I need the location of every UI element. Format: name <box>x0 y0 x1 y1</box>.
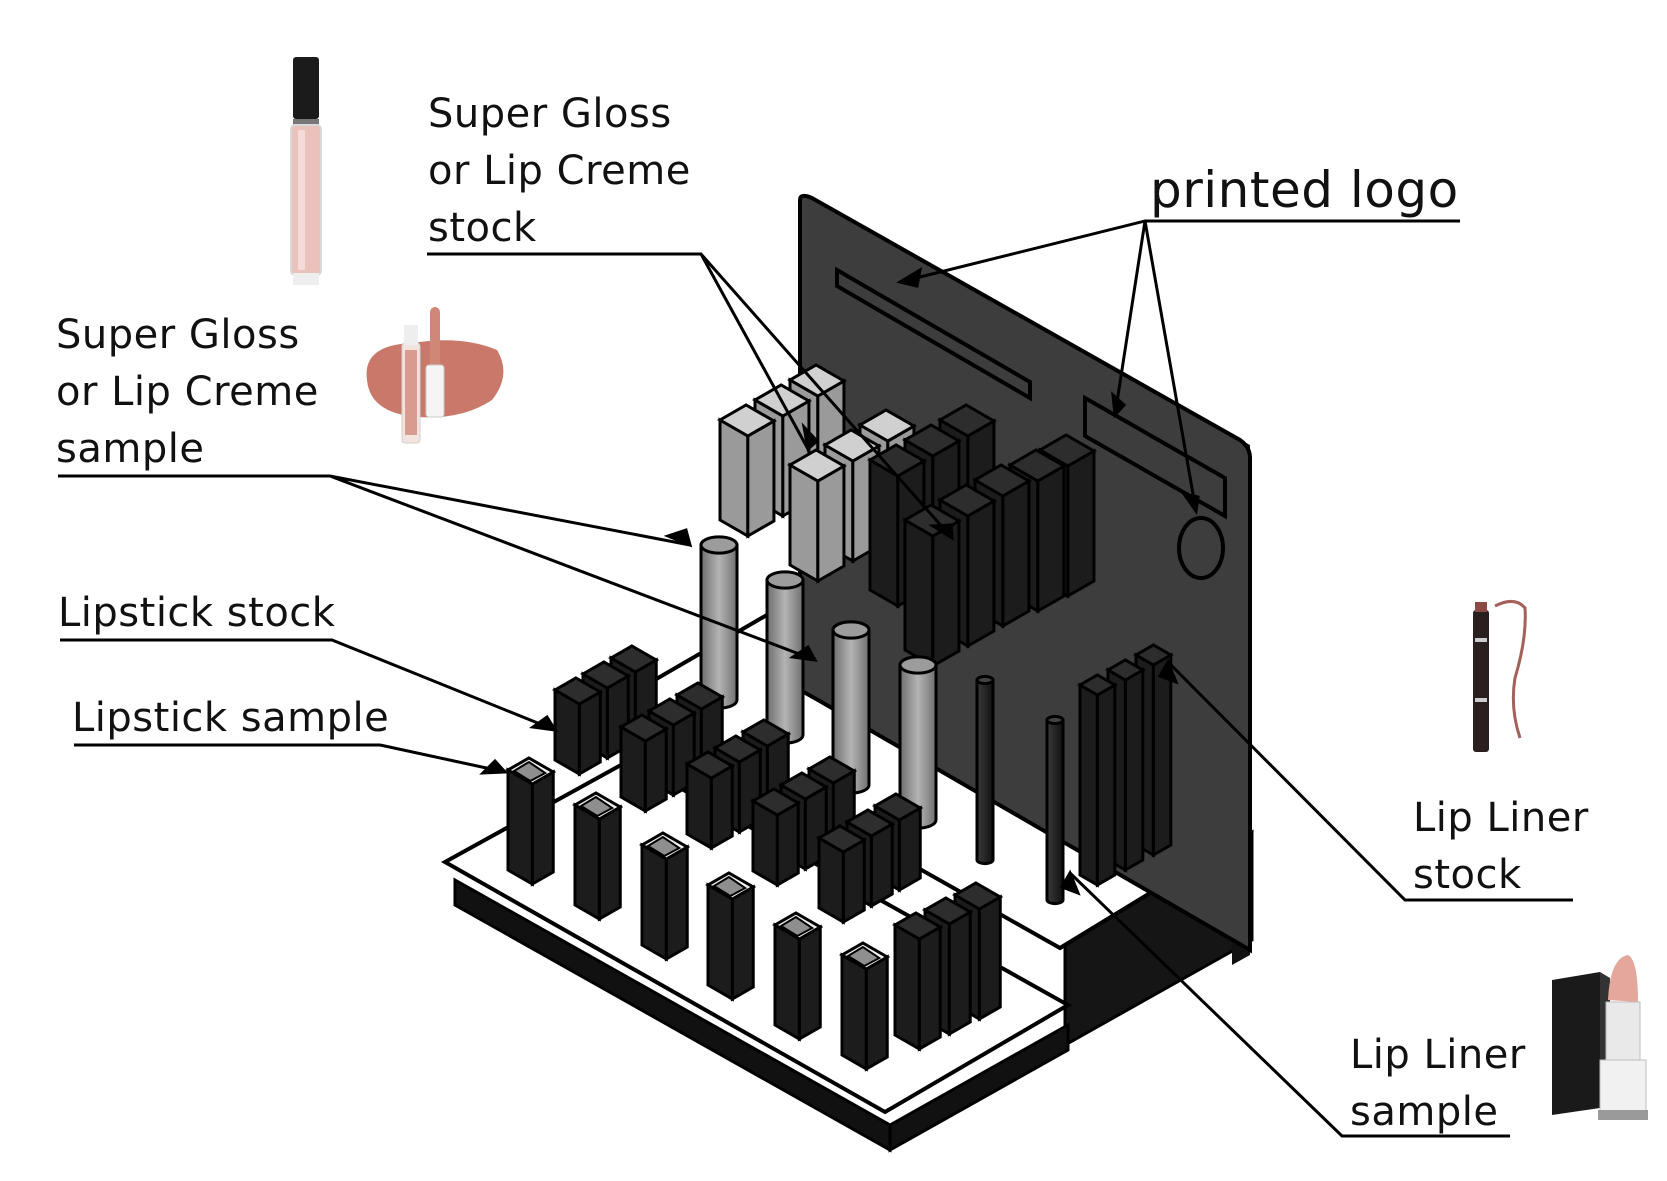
lipstick-stock-box <box>617 713 670 814</box>
label-gloss-sample-line-3: sample <box>56 426 205 472</box>
lip-gloss-tube-icon <box>290 57 322 285</box>
label-lipstick-sample-text: Lipstick sample <box>72 695 390 741</box>
liner-sample-pencil <box>1045 714 1065 906</box>
label-printed-logo: printed logo <box>1150 160 1459 220</box>
liner-sample-pencil <box>975 674 995 866</box>
gloss-stock-box <box>786 448 847 584</box>
label-printed-logo-text: printed logo <box>1150 161 1459 219</box>
leader-gloss-stock <box>427 252 954 539</box>
label-lipstick-stock-text: Lipstick stock <box>58 590 336 636</box>
lipstick-sample <box>704 871 757 1002</box>
label-lipstick-stock: Lipstick stock <box>58 585 335 642</box>
label-lip-liner-stock: Lip Liner stock <box>1413 790 1589 904</box>
gloss-stock-box <box>716 403 777 539</box>
lipstick-stock-box <box>749 787 802 888</box>
label-lip-liner-stock-line-1: Lip Liner <box>1413 795 1589 841</box>
label-gloss-stock: Super Gloss or Lip Creme stock <box>428 86 691 257</box>
lipstick-stock-box <box>551 676 604 777</box>
lipstick-stock-box <box>683 750 736 851</box>
liner-stock-box <box>1076 673 1118 888</box>
label-lipstick-sample: Lipstick sample <box>72 690 389 747</box>
label-gloss-sample-line-2: or Lip Creme <box>56 369 319 415</box>
label-lip-liner-sample: Lip Liner sample <box>1350 1027 1526 1141</box>
base-side-right <box>888 1022 1070 1153</box>
lipstick-sample <box>838 941 891 1072</box>
leader-gloss-sample <box>58 474 816 662</box>
lipstick-sample <box>638 831 691 962</box>
lipstick-icon <box>1552 955 1648 1120</box>
lipstick-sample <box>571 791 624 922</box>
label-lip-liner-sample-line-2: sample <box>1350 1089 1499 1135</box>
lipstick-sample <box>771 911 824 1042</box>
leader-lipstick-sample <box>74 743 506 774</box>
label-gloss-sample-line-1: Super Gloss <box>56 312 300 358</box>
lip-liner-pencil-icon <box>1473 600 1527 752</box>
lipstick-stock-box <box>815 824 868 925</box>
lipstick-stock-box <box>891 911 944 1052</box>
label-gloss-sample: Super Gloss or Lip Creme sample <box>56 307 319 478</box>
lipstick-sample <box>504 756 557 887</box>
label-gloss-stock-line-1: Super Gloss <box>428 91 672 137</box>
lip-gloss-swatch-icon <box>366 307 504 444</box>
label-lip-liner-stock-line-2: stock <box>1413 852 1522 898</box>
label-gloss-stock-line-3: stock <box>428 205 537 251</box>
logo-circle <box>1177 516 1225 580</box>
logo-slot-left <box>835 266 1032 402</box>
label-lip-liner-sample-line-1: Lip Liner <box>1350 1032 1526 1078</box>
logo-slot-right <box>1083 394 1227 520</box>
label-gloss-stock-line-2: or Lip Creme <box>428 148 691 194</box>
